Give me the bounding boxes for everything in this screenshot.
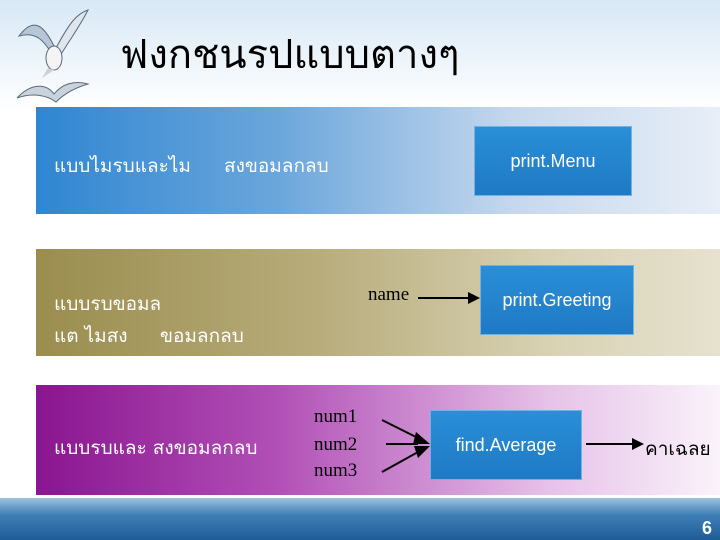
input-label-num1: num1	[314, 406, 357, 428]
function-box-print-menu: print.Menu	[474, 126, 632, 196]
arrow-icon	[372, 412, 432, 482]
function-box-print-greeting: print.Greeting	[480, 265, 634, 335]
input-label-num2: num2	[314, 434, 357, 456]
row-description: แบบรบขอมล	[54, 289, 161, 319]
footer-background	[0, 498, 720, 540]
slide-title: ฟงกชนรปแบบตางๆ	[120, 22, 459, 86]
output-label-average: คาเฉลย	[645, 434, 711, 464]
arrow-icon	[418, 290, 480, 306]
seagull-icon	[12, 76, 92, 110]
input-label-num3: num3	[314, 460, 357, 482]
input-label-name: name	[368, 284, 409, 306]
function-box-find-average: find.Average	[430, 410, 582, 480]
arrow-icon	[586, 436, 644, 452]
page-number: 6	[702, 518, 712, 539]
row-description: ขอมลกลบ	[160, 321, 244, 351]
row-description: สงขอมลกลบ	[224, 151, 329, 181]
row-description: แบบรบและ สงขอมลกลบ	[54, 433, 257, 463]
row-description: แบบไมรบและไม	[54, 151, 191, 181]
row-description: แต ไมสง	[54, 321, 128, 351]
